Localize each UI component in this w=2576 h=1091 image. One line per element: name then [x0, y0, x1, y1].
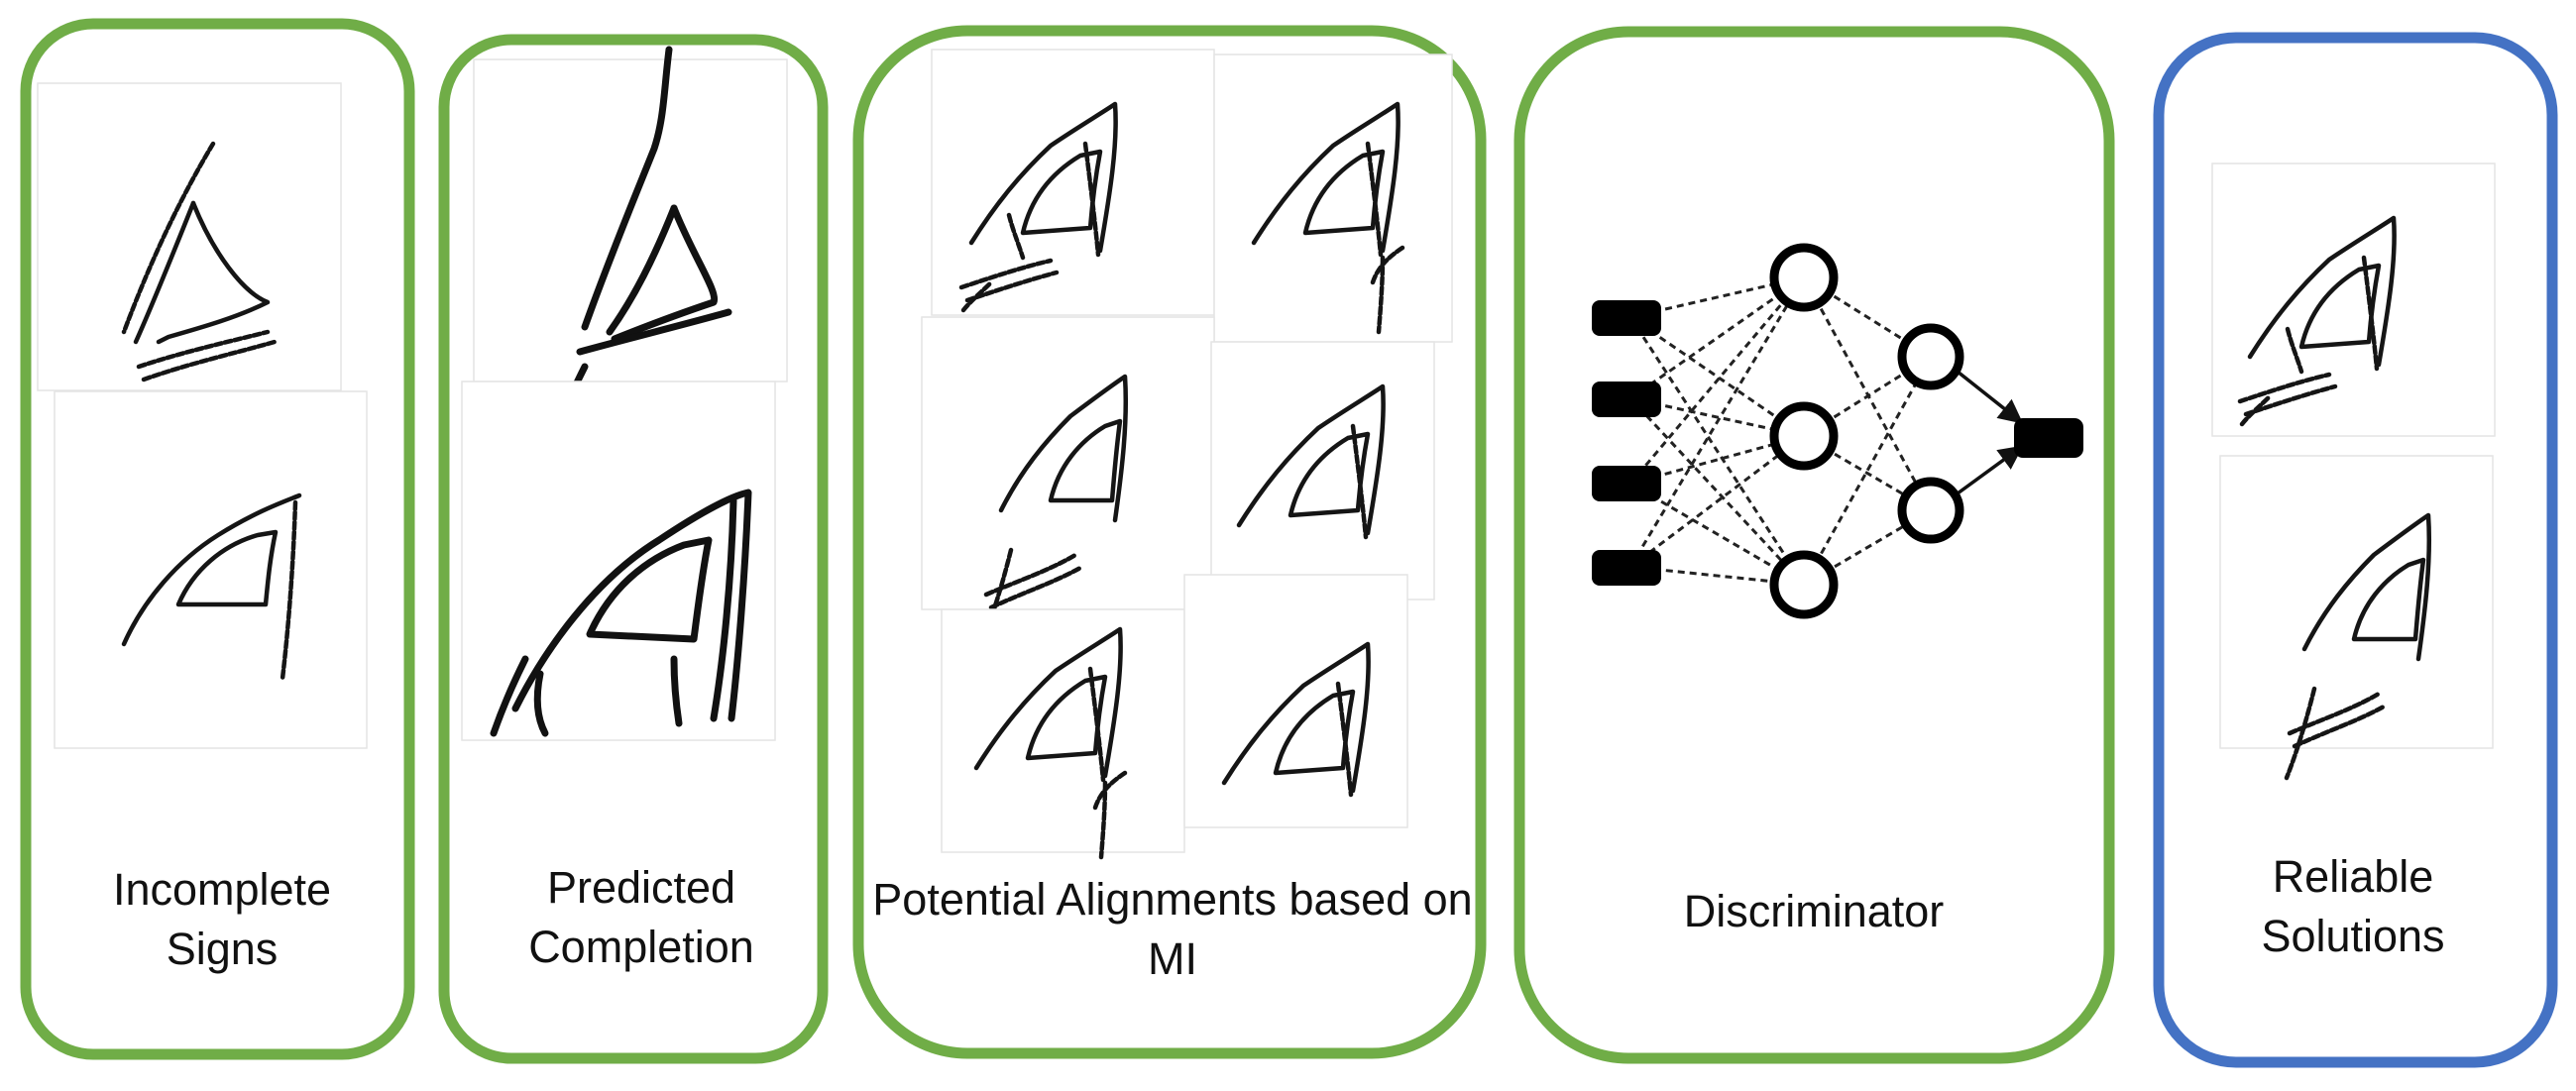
- input-node: [1592, 300, 1661, 336]
- svg-text:Predicted: Predicted: [547, 862, 735, 913]
- neural-network-icon: [1592, 243, 2083, 619]
- arrow-icon: [1956, 370, 2024, 424]
- svg-text:Discriminator: Discriminator: [1684, 886, 1945, 936]
- panel-reliable-solutions: Reliable Solutions: [2153, 32, 2558, 1068]
- svg-text:Signs: Signs: [167, 924, 279, 974]
- alignment-image-1: [931, 49, 1215, 316]
- alignment-image-5: [941, 608, 1185, 853]
- hidden-node: [1769, 401, 1839, 471]
- panel-incomplete-signs: Incomplete Signs: [20, 18, 415, 1060]
- hidden-node: [1769, 550, 1839, 619]
- input-node: [1592, 466, 1661, 501]
- svg-text:Completion: Completion: [528, 922, 754, 972]
- hidden-node: [1897, 477, 1964, 544]
- label-incomplete-signs: Incomplete Signs: [113, 864, 331, 974]
- label-potential-alignments: Potential Alignments based on MI: [872, 874, 1472, 984]
- solution-image-1: [2211, 163, 2496, 437]
- alignment-image-2: [1213, 54, 1453, 343]
- svg-text:Potential Alignments based on: Potential Alignments based on: [872, 874, 1472, 925]
- label-discriminator: Discriminator: [1684, 886, 1945, 936]
- svg-text:Reliable: Reliable: [2273, 851, 2434, 902]
- label-reliable-solutions: Reliable Solutions: [2261, 851, 2444, 961]
- arrow-icon: [1956, 445, 2024, 495]
- incomplete-sign-image-1: [37, 82, 342, 391]
- svg-text:Solutions: Solutions: [2261, 911, 2444, 961]
- hidden-node: [1769, 243, 1839, 312]
- input-node: [1592, 382, 1661, 417]
- alignment-image-4: [1210, 341, 1435, 600]
- svg-text:Incomplete: Incomplete: [113, 864, 331, 915]
- label-predicted-completion: Predicted Completion: [528, 862, 754, 972]
- output-node: [2014, 418, 2083, 458]
- panel-predicted-completion: Predicted Completion: [438, 34, 829, 1064]
- panel-discriminator: Discriminator: [1513, 26, 2115, 1064]
- input-node: [1592, 550, 1661, 586]
- panel-potential-alignments: Potential Alignments based on MI: [852, 25, 1487, 1059]
- hidden-node: [1897, 323, 1964, 390]
- svg-text:MI: MI: [1148, 933, 1197, 984]
- incomplete-sign-image-2: [54, 390, 368, 749]
- predicted-sign-image-1: [473, 58, 788, 382]
- alignment-image-6: [1183, 574, 1408, 828]
- solution-image-2: [2219, 455, 2494, 749]
